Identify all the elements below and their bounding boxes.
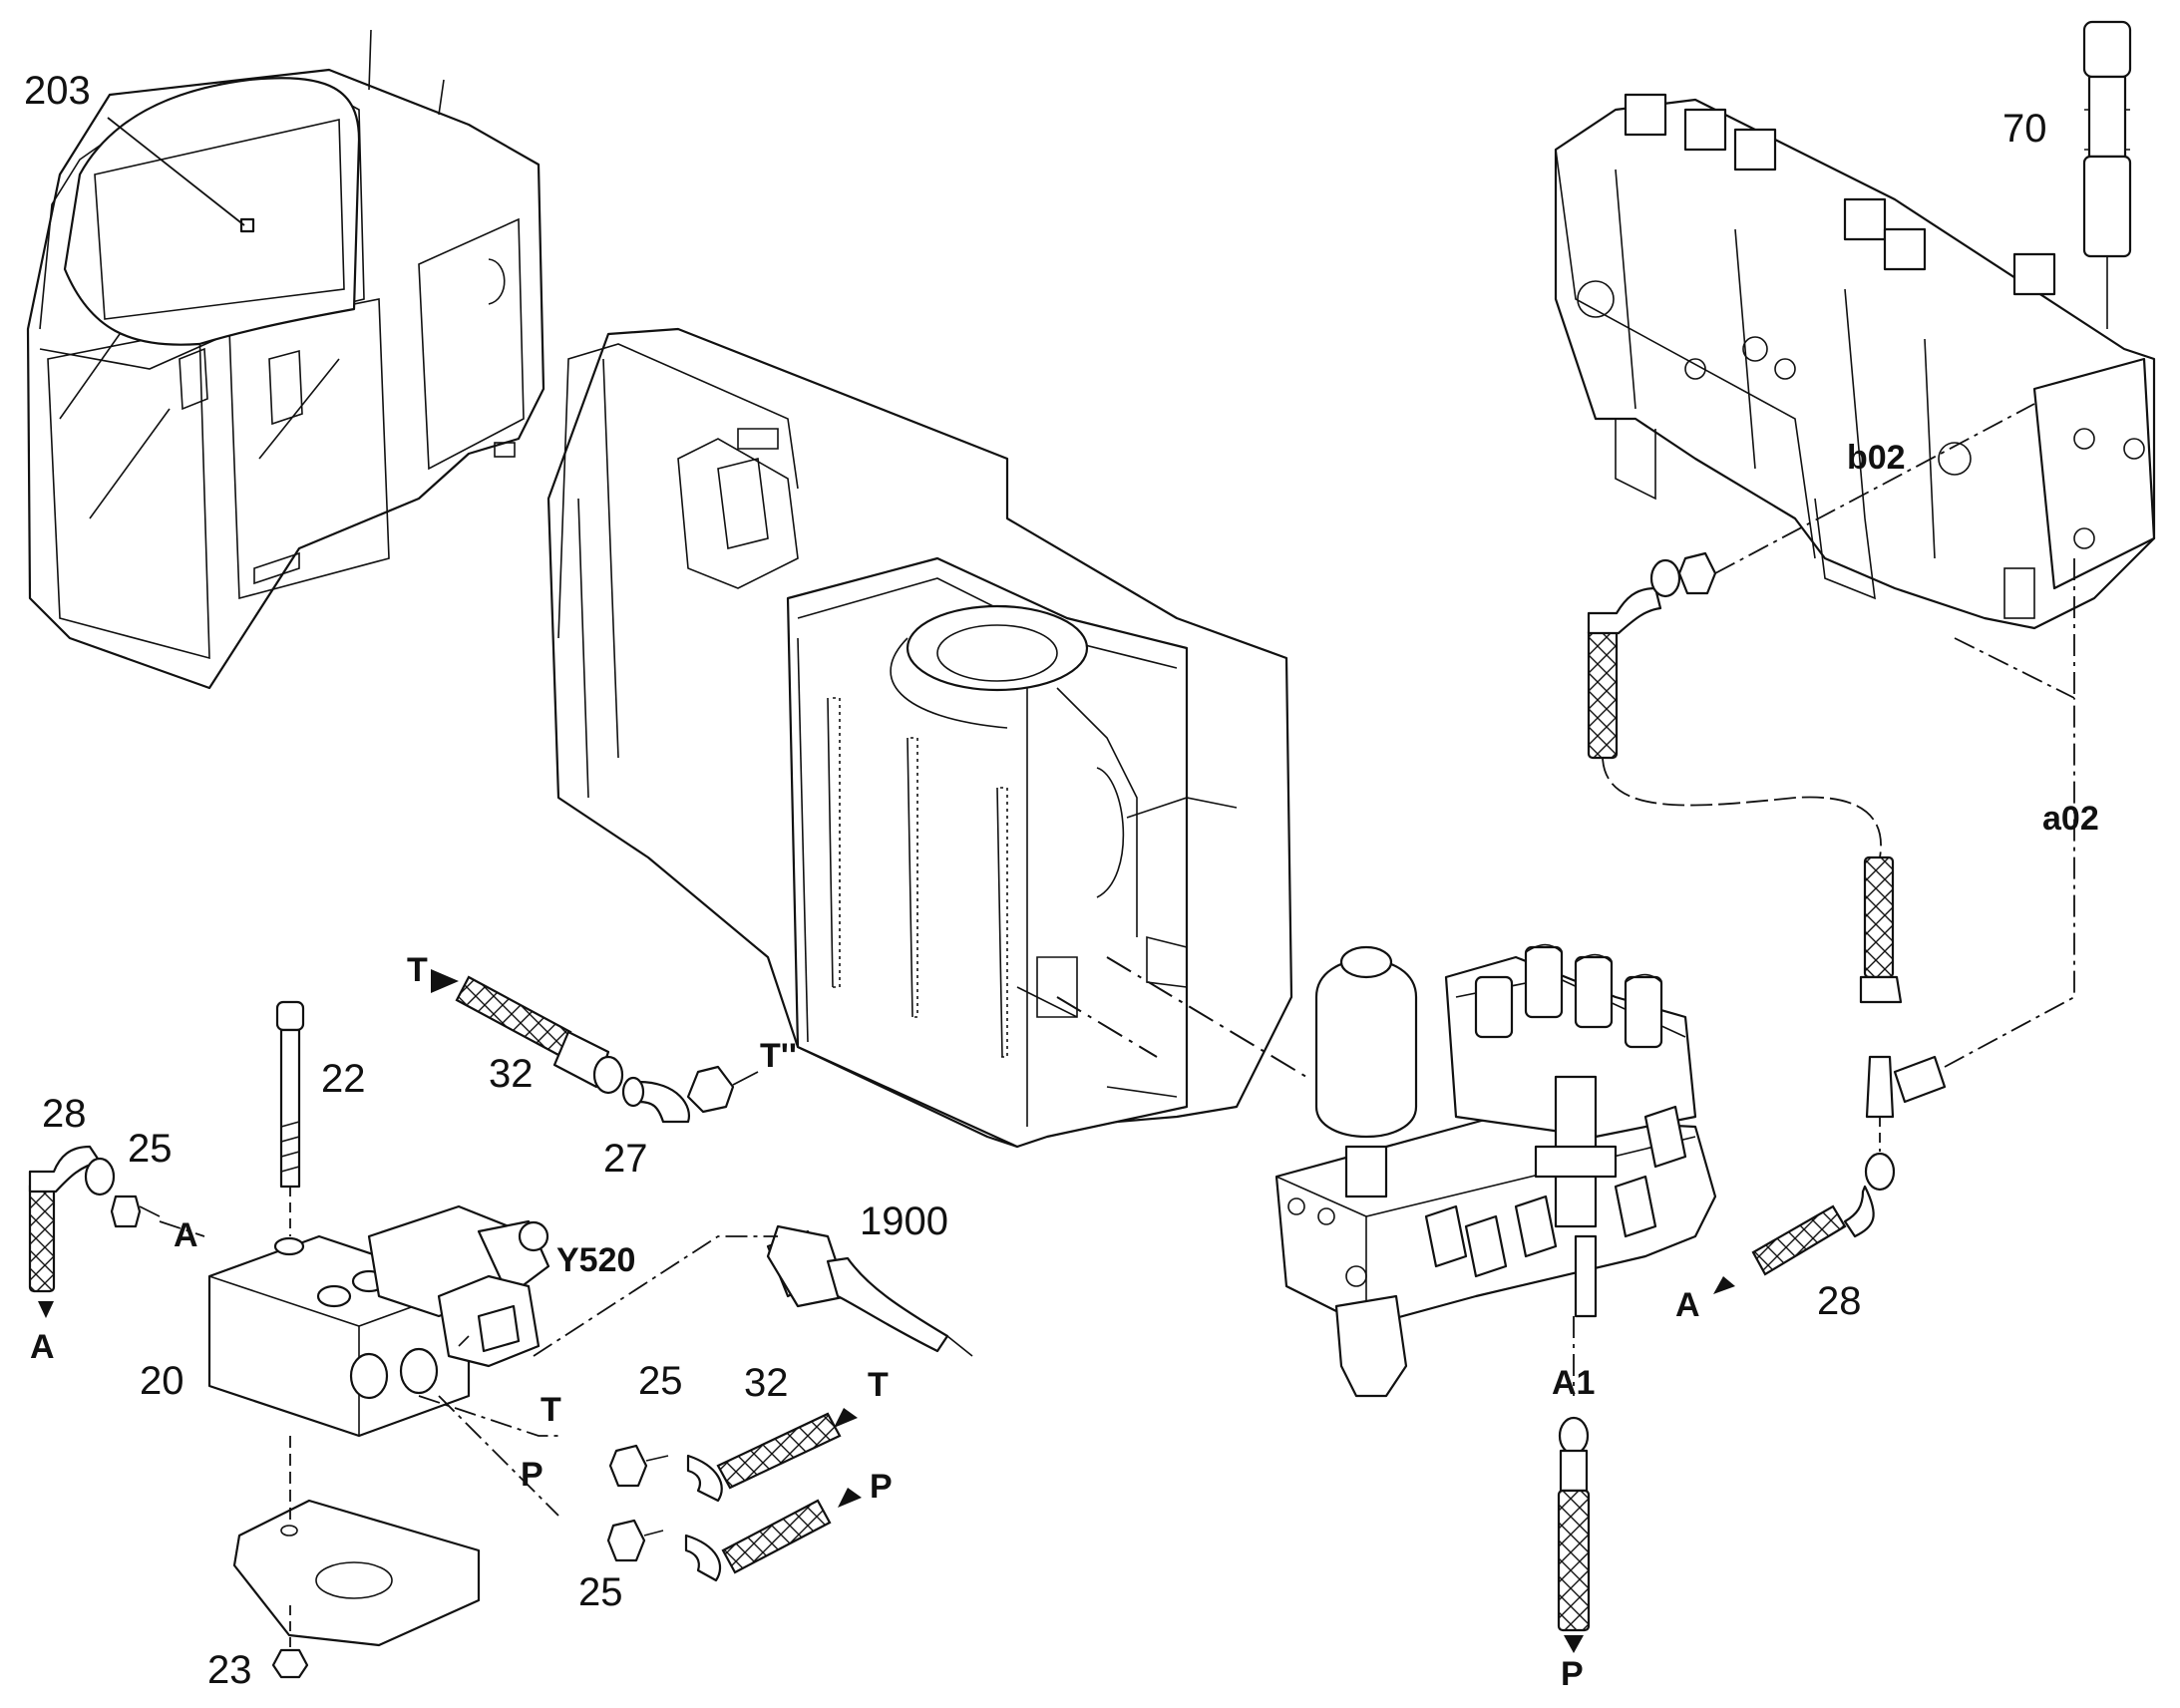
callout-32-lower: 32 bbox=[744, 1361, 789, 1405]
frame-and-tank bbox=[546, 327, 1293, 1149]
callout-27: 27 bbox=[603, 1137, 648, 1181]
callout-25-p: 25 bbox=[578, 1570, 623, 1614]
callout-28-right: 28 bbox=[1817, 1279, 1862, 1323]
accumulator-manifold bbox=[1274, 943, 1717, 1398]
port-p-bottom: P bbox=[1561, 1655, 1584, 1693]
port-a-down: A bbox=[30, 1328, 55, 1366]
port-a1: A1 bbox=[1552, 1364, 1595, 1402]
callout-25-t: 25 bbox=[638, 1359, 683, 1403]
port-a02: a02 bbox=[2042, 800, 2099, 838]
callout-70: 70 bbox=[2002, 107, 2047, 151]
port-labels: T T'' A A T T P P A1 P A b02 a02 bbox=[30, 439, 2099, 1693]
callout-25-left: 25 bbox=[128, 1127, 173, 1171]
port-t-right: T bbox=[868, 1366, 889, 1404]
callout-y520: Y520 bbox=[556, 1241, 635, 1279]
port-t-top: T bbox=[407, 951, 428, 989]
fitting-25-t bbox=[418, 1395, 842, 1503]
callout-22: 22 bbox=[321, 1057, 366, 1101]
flow-arrows bbox=[38, 969, 1735, 1653]
callout-203: 203 bbox=[24, 69, 91, 113]
port-b02: b02 bbox=[1847, 439, 1906, 477]
operator-cab bbox=[26, 29, 545, 690]
port-a-right: A bbox=[1675, 1286, 1700, 1324]
hose-28-right bbox=[1587, 403, 2075, 1276]
callout-labels: 203 70 22 28 25 32 27 1900 Y520 20 25 32… bbox=[24, 69, 2047, 1692]
callout-23: 23 bbox=[207, 1648, 252, 1692]
hose-28-left bbox=[28, 1145, 205, 1293]
callout-1900: 1900 bbox=[860, 1199, 948, 1243]
port-t-mid: T bbox=[541, 1391, 561, 1429]
port-a-left: A bbox=[174, 1216, 198, 1254]
callout-20: 20 bbox=[140, 1359, 184, 1403]
hose-32-upper bbox=[455, 975, 759, 1124]
hose-a1 bbox=[1557, 1316, 1591, 1632]
connection-lines bbox=[1056, 956, 1307, 1078]
callout-32-upper: 32 bbox=[489, 1052, 534, 1096]
bolt-22 bbox=[275, 1000, 305, 1236]
part-70-fitting bbox=[2082, 20, 2132, 329]
control-valve-bank bbox=[1554, 93, 2156, 630]
solenoid-valve-20 bbox=[207, 1204, 550, 1438]
plate-23 bbox=[232, 1436, 481, 1679]
port-p-mid: P bbox=[521, 1456, 544, 1494]
port-p-right: P bbox=[870, 1468, 893, 1506]
port-t-double: T'' bbox=[760, 1037, 797, 1075]
fitting-25-p bbox=[438, 1395, 832, 1582]
leader-203 bbox=[107, 117, 245, 226]
callout-28-left: 28 bbox=[42, 1092, 87, 1136]
connector-1900 bbox=[533, 1224, 973, 1357]
